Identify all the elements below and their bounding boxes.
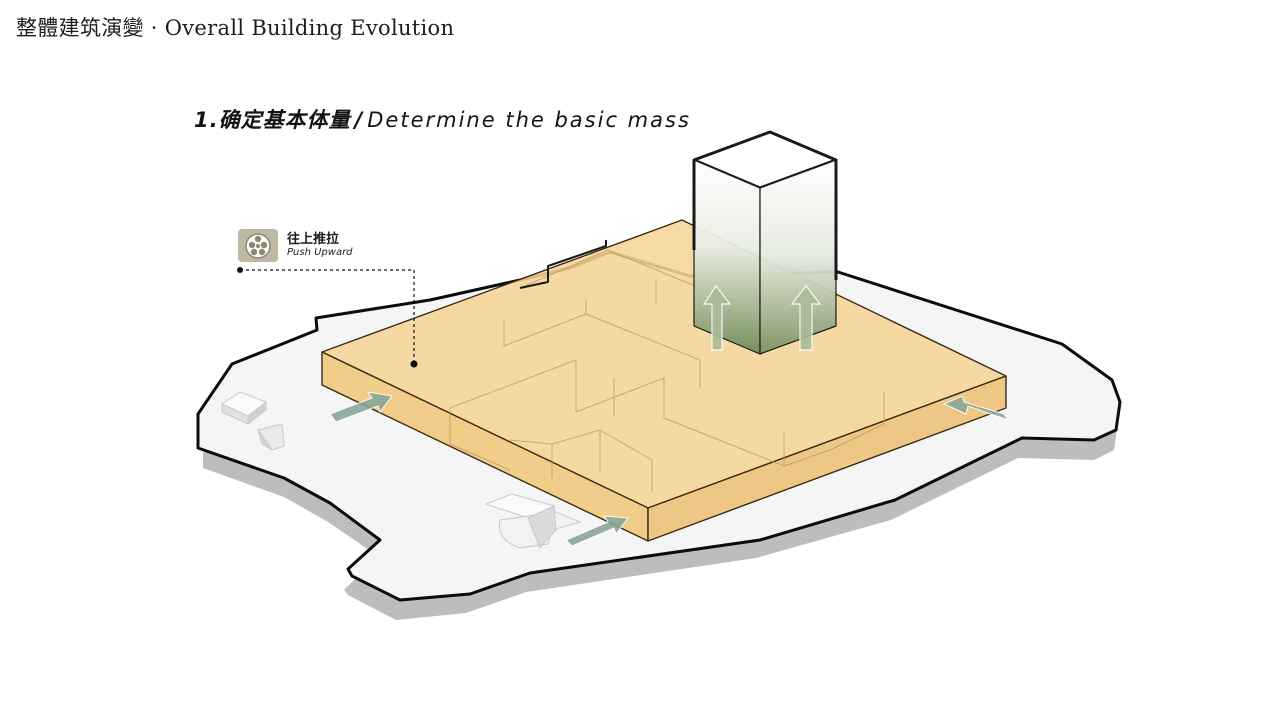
step-number: 1. — [194, 108, 219, 132]
step-heading: 1.确定基本体量/Determine the basic mass — [194, 104, 691, 134]
legend-label-en: Push Upward — [287, 247, 353, 259]
upward-arrow-left — [702, 284, 732, 351]
page-title-en: Overall Building Evolution — [164, 16, 455, 40]
step-label-en: Determine the basic mass — [367, 108, 691, 132]
base-mass — [321, 219, 1007, 542]
tower-front-right — [759, 159, 837, 355]
upward-arrow-right — [790, 285, 822, 351]
step-divider: / — [354, 108, 364, 132]
existing-small-building-2 — [257, 423, 285, 451]
existing-small-building-1 — [220, 391, 268, 426]
tower-mass — [692, 130, 838, 355]
inward-arrow-south — [565, 515, 629, 547]
legend-push-upward: 往上推拉 Push Upward — [238, 229, 353, 262]
existing-small-building-3 — [484, 493, 582, 549]
inward-arrow-east — [942, 395, 1010, 421]
push-upward-icon — [238, 229, 278, 262]
page-title-separator: · — [143, 16, 165, 40]
tower-front-left — [693, 159, 761, 355]
legend-leader-line — [237, 267, 418, 368]
legend-label-zh: 往上推拉 — [287, 231, 340, 247]
base-mass-front-right — [647, 375, 1007, 542]
page-title: 整體建筑演變 · Overall Building Evolution — [16, 12, 454, 42]
inward-arrow-west — [329, 391, 393, 423]
page-title-zh: 整體建筑演變 — [16, 16, 144, 40]
step-label-zh: 确定基本体量 — [218, 108, 351, 132]
